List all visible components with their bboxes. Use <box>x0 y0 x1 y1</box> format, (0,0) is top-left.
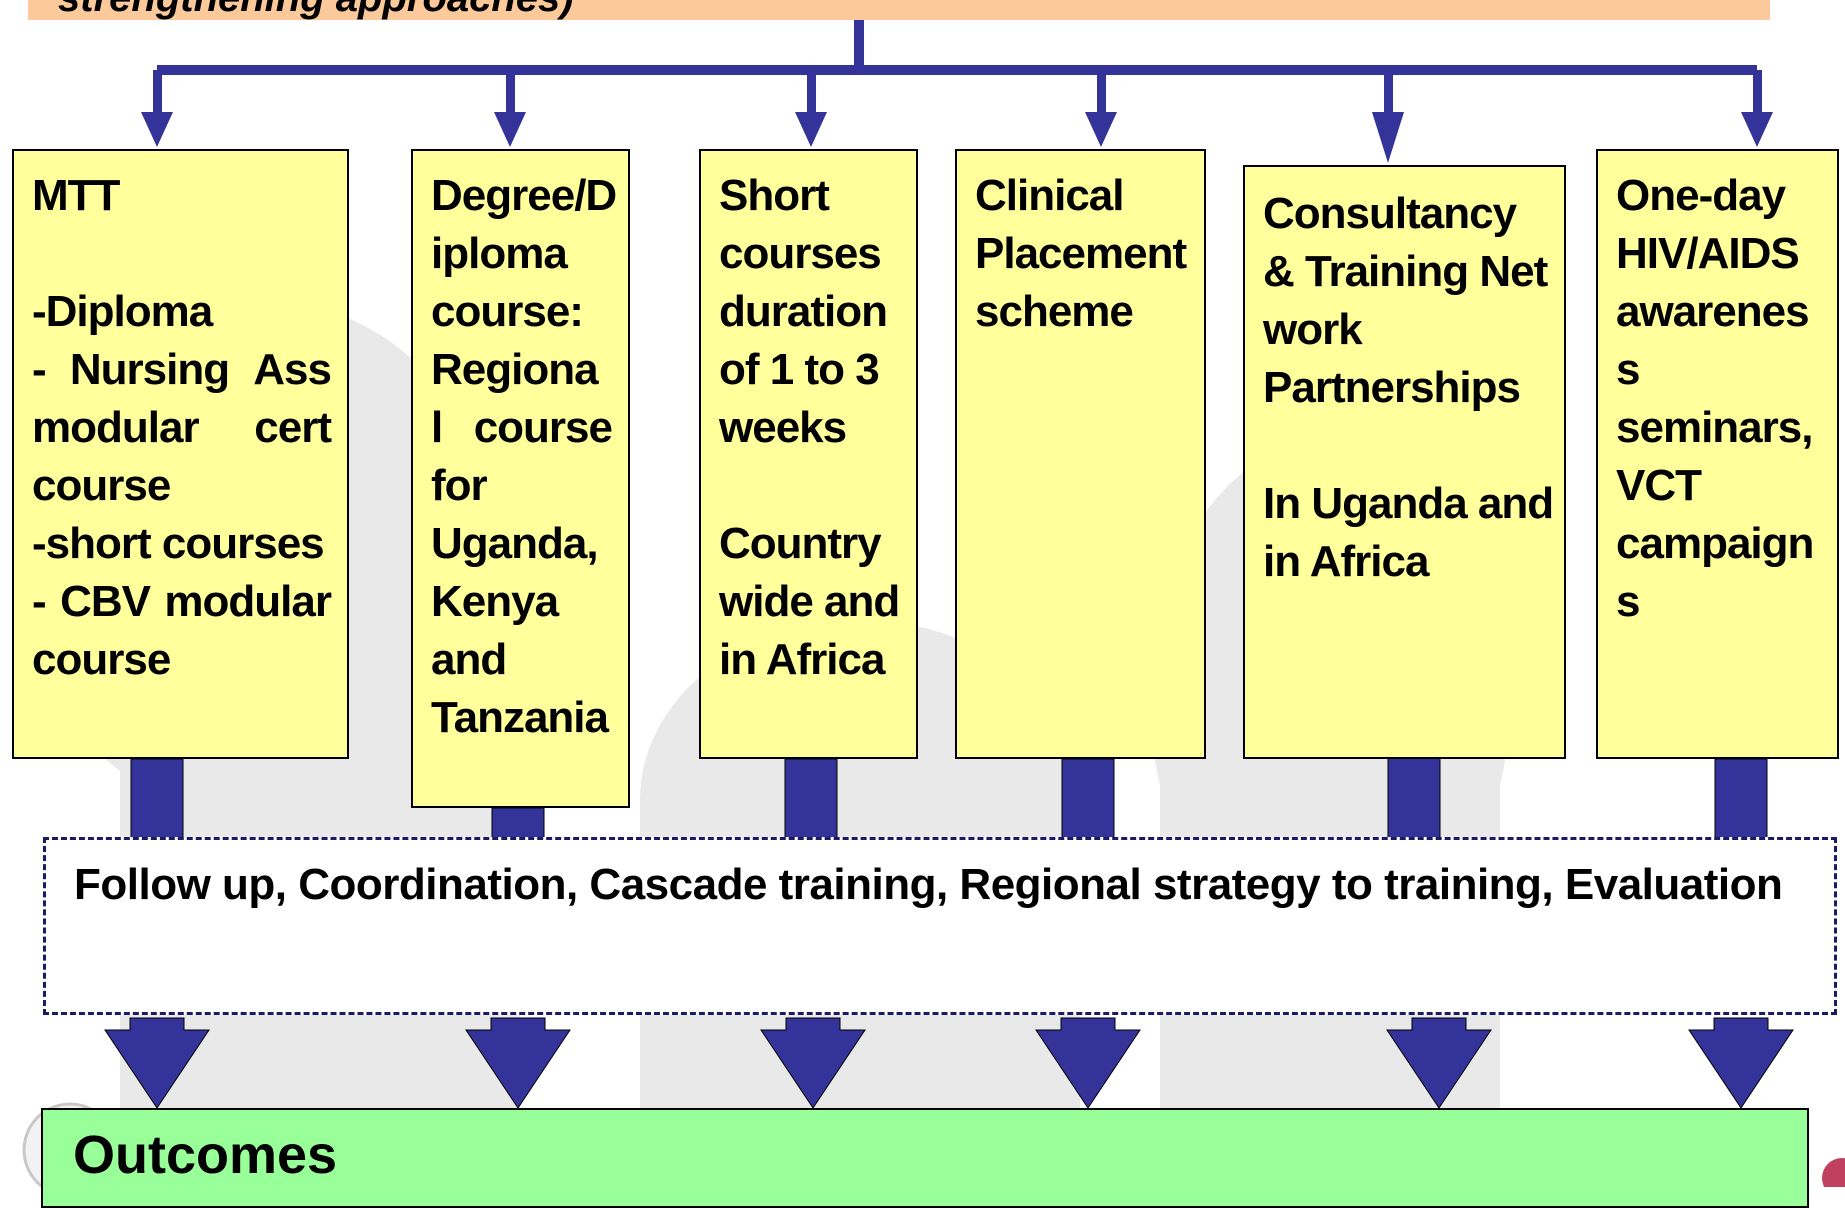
box-line: Consultancy <box>1263 189 1517 238</box>
top-arrow-head-mtt <box>141 112 173 147</box>
top-arrow-shaft-consultancy <box>1384 70 1393 120</box>
outcomes-box: Outcomes <box>41 1108 1809 1208</box>
box-line: Uganda, <box>431 519 599 568</box>
program-box-short-courses: Short courses duration of 1 to 3 weeks Count… <box>699 149 918 759</box>
top-arrow-shaft-degree <box>506 70 515 120</box>
box-line: Clinical <box>975 171 1125 220</box>
box-line: Short <box>719 171 830 220</box>
outcomes-title: Outcomes <box>73 1125 338 1185</box>
box-line: in Africa <box>719 635 885 684</box>
box-line: s <box>1616 345 1640 394</box>
box-line: modular cert <box>32 399 332 457</box>
top-banner: strengthening approaches) <box>28 0 1770 20</box>
box-line: Kenya <box>431 577 559 626</box>
bottom-arrow-mtt <box>104 1017 210 1109</box>
box-line: VCT <box>1616 461 1702 510</box>
top-arrow-head-consultancy <box>1372 112 1404 163</box>
box-line: HIV/AIDS <box>1616 229 1800 278</box>
top-arrow-head-short-courses <box>795 112 827 147</box>
box-line: awarenes <box>1616 287 1810 336</box>
box-line: of 1 to 3 <box>719 345 880 394</box>
box-word: CBV <box>60 577 151 626</box>
top-arrow-shaft-short-courses <box>807 70 816 120</box>
box-line <box>1263 417 1548 475</box>
stem-hiv <box>1714 758 1768 851</box>
top-arrow-shaft-mtt <box>153 70 162 120</box>
box-line: campaign <box>1616 519 1814 568</box>
box-line: In Uganda and <box>1263 479 1554 528</box>
stem-clinical <box>1061 758 1115 851</box>
box-line: One-day <box>1616 171 1786 220</box>
box-line: course <box>32 635 171 684</box>
box-line: s <box>1616 577 1640 626</box>
box-line: Tanzania <box>431 693 609 742</box>
box-line: course: <box>431 287 584 336</box>
box-line <box>719 457 900 515</box>
box-line: MTT <box>32 171 120 220</box>
banner-text: strengthening approaches) <box>58 0 574 20</box>
logo-right <box>1822 1158 1845 1187</box>
stem-short-courses <box>784 758 838 851</box>
top-arrow-head-degree <box>494 112 526 147</box>
box-line: Partnerships <box>1263 363 1521 412</box>
box-word: - <box>32 577 47 626</box>
box-word: Ass <box>253 345 332 394</box>
box-line: weeks <box>719 403 847 452</box>
box-line: duration <box>719 287 888 336</box>
box-word: cert <box>254 403 332 452</box>
box-line: course <box>32 461 171 510</box>
top-arrow-shaft-hiv <box>1753 70 1762 120</box>
bottom-arrows <box>104 1017 1794 1109</box>
bottom-arrow-short-courses <box>760 1017 866 1109</box>
box-line: scheme <box>975 287 1134 336</box>
followup-box: Follow up, Coordination, Cascade trainin… <box>43 837 1837 1015</box>
box-line: -Nursing Ass <box>32 341 332 399</box>
box-line: iploma <box>431 229 568 278</box>
box-word: modular <box>164 577 332 626</box>
box-word: l <box>431 403 443 452</box>
box-line: Placement <box>975 229 1187 278</box>
box-word: Nursing <box>69 345 230 394</box>
box-line: courses <box>719 229 882 278</box>
box-word: - <box>32 345 47 394</box>
box-line: in Africa <box>1263 537 1429 586</box>
followup-text: Follow up, Coordination, Cascade trainin… <box>74 860 1783 909</box>
box-word: course <box>473 403 613 452</box>
connector-lines <box>157 6 1757 75</box>
bottom-arrow-hiv <box>1688 1017 1794 1109</box>
box-line: & Training Net <box>1263 247 1548 296</box>
box-line: Regiona <box>431 345 599 394</box>
box-line: seminars, <box>1616 403 1813 452</box>
box-line: -short courses <box>32 519 325 568</box>
top-arrow-head-hiv <box>1741 112 1773 147</box>
box-line: -CBV modular <box>32 573 332 631</box>
box-word: modular <box>32 403 200 452</box>
top-arrows <box>141 70 1773 163</box>
box-line: and <box>431 635 507 684</box>
top-arrow-head-clinical <box>1085 112 1117 147</box>
bottom-arrow-consultancy <box>1386 1017 1492 1109</box>
box-line: Degree/D <box>431 171 617 220</box>
box-line: -Diploma <box>32 287 213 336</box>
bottom-arrow-degree <box>465 1017 571 1109</box>
box-line: for <box>431 461 488 510</box>
box-line <box>32 225 331 283</box>
box-line: work <box>1263 305 1363 354</box>
top-arrow-shaft-clinical <box>1097 70 1106 120</box>
box-line: Country <box>719 519 882 568</box>
bottom-arrow-clinical <box>1035 1017 1141 1109</box>
box-line: wide and <box>719 577 900 626</box>
